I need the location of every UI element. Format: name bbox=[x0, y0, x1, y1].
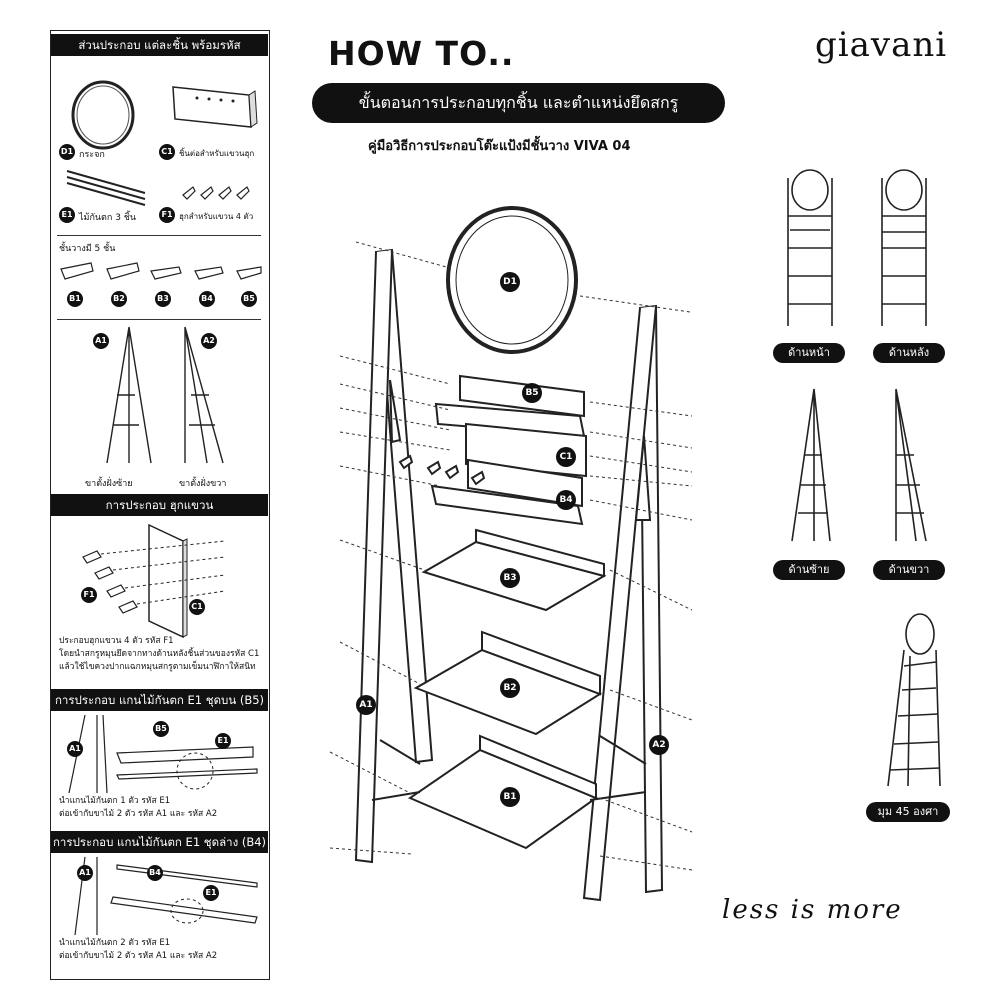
hooks-note-2: โดยนำสกรูหมุนยึดจากทางด้านหลังชิ้นส่วนขอ… bbox=[59, 649, 260, 659]
hook-assembly-illustration bbox=[82, 523, 226, 639]
badge-c1: C1 bbox=[159, 144, 175, 160]
divider bbox=[57, 319, 261, 320]
part-label-d1: กระจก bbox=[79, 150, 105, 160]
page-title: HOW TO.. bbox=[328, 34, 515, 73]
rail-bottom-note-2: ต่อเข้ากับขาไม้ 2 ตัว รหัส A1 และ รหัส A… bbox=[59, 951, 218, 961]
part-label-c1: ชิ้นต่อสำหรับแขวนฮุก bbox=[179, 149, 255, 158]
angle-view-illustration bbox=[887, 613, 941, 787]
right-view-illustration bbox=[895, 388, 927, 542]
rail-bottom-note-1: นำแกนไม้กันตก 2 ตัว รหัส E1 bbox=[59, 938, 171, 948]
badge-b4: B4 bbox=[199, 291, 215, 307]
view-label-left: ด้านซ้าย bbox=[773, 560, 845, 580]
badge-f1: F1 bbox=[159, 207, 175, 223]
diagram-badge-b2: B2 bbox=[500, 678, 520, 698]
rail-top-note-1: นำแกนไม้กันตก 1 ตัว รหัส E1 bbox=[59, 796, 171, 806]
leg-label-left: ขาตั้งฝั่งซ้าย bbox=[85, 479, 133, 489]
hook-board-illustration bbox=[172, 86, 258, 128]
parts-panel: ส่วนประกอบ แต่ละชิ้น พร้อมรหัส D1 กระจก … bbox=[50, 30, 270, 980]
badge-a2: A2 bbox=[201, 333, 217, 349]
badge-a1: A1 bbox=[93, 333, 109, 349]
section-header-rail-top: การประกอบ แกนไม้กันตก E1 ชุดบน (B5) bbox=[51, 689, 268, 711]
badge-rail-bottom-a1: A1 bbox=[77, 865, 93, 881]
rail-top-note-2: ต่อเข้ากับขาไม้ 2 ตัว รหัส A1 และ รหัส A… bbox=[59, 809, 218, 819]
badge-rail-bottom-e1: E1 bbox=[203, 885, 219, 901]
diagram-badge-c1: C1 bbox=[556, 447, 576, 467]
leg-label-right: ขาตั้งฝั่งขวา bbox=[179, 479, 227, 489]
badge-b5: B5 bbox=[241, 291, 257, 307]
view-label-front: ด้านหน้า bbox=[773, 343, 845, 363]
section-header-rail-bottom: การประกอบ แกนไม้กันตก E1 ชุดล่าง (B4) bbox=[51, 831, 268, 853]
shelves-title: ชั้นวางมี 5 ชั้น bbox=[59, 244, 116, 254]
manual-subtitle: คู่มือวิธีการประกอบโต๊ะแป้งมีชั้นวาง VIV… bbox=[368, 139, 631, 154]
badge-rail-top-e1: E1 bbox=[215, 733, 231, 749]
diagram-badge-b4: B4 bbox=[556, 490, 576, 510]
diagram-badge-b1: B1 bbox=[500, 787, 520, 807]
shelves-illustration bbox=[60, 262, 262, 280]
badge-e1: E1 bbox=[59, 207, 75, 223]
hooks-part-illustration bbox=[182, 186, 250, 200]
view-label-back: ด้านหลัง bbox=[873, 343, 945, 363]
right-leg-illustration bbox=[184, 326, 224, 464]
badge-b3: B3 bbox=[155, 291, 171, 307]
brand-tagline: less is more bbox=[722, 895, 903, 925]
divider bbox=[57, 235, 261, 236]
rail-top-illustration bbox=[68, 714, 258, 793]
view-label-angle: มุม 45 องศา bbox=[866, 802, 950, 822]
hooks-note-1: ประกอบฮุกแขวน 4 ตัว รหัส F1 bbox=[59, 636, 174, 646]
brand-logo: giavani bbox=[815, 25, 948, 65]
badge-d1: D1 bbox=[59, 144, 75, 160]
left-view-illustration bbox=[791, 388, 831, 542]
badge-hook-f1: F1 bbox=[81, 587, 97, 603]
hooks-note-3: แล้วใช้ไขควงปากแฉกหมุนสกรูตามเข็มนาฬิกาใ… bbox=[59, 662, 256, 672]
badge-rail-bottom-b4: B4 bbox=[147, 865, 163, 881]
part-label-e1: ไม้กันตก 3 ชิ้น bbox=[79, 213, 137, 223]
badge-b2: B2 bbox=[111, 291, 127, 307]
diagram-badge-b3: B3 bbox=[500, 568, 520, 588]
steps-banner: ขั้นตอนการประกอบทุกชิ้น และตำแหน่งยึดสกร… bbox=[312, 83, 725, 123]
back-view-illustration bbox=[881, 169, 927, 326]
badge-rail-top-b5: B5 bbox=[153, 721, 169, 737]
mirror-part-illustration bbox=[71, 80, 135, 150]
badge-hook-c1: C1 bbox=[189, 599, 205, 615]
diagram-badge-a1: A1 bbox=[356, 695, 376, 715]
rail-part-illustration bbox=[66, 170, 146, 206]
diagram-badge-d1: D1 bbox=[500, 272, 520, 292]
exploded-assembly-diagram bbox=[329, 206, 693, 902]
badge-rail-top-a1: A1 bbox=[67, 741, 83, 757]
diagram-badge-b5: B5 bbox=[522, 383, 542, 403]
left-leg-illustration bbox=[106, 326, 152, 464]
front-view-illustration bbox=[787, 169, 833, 326]
diagram-badge-a2: A2 bbox=[649, 735, 669, 755]
part-label-f1: ฮุกสำหรับแขวน 4 ตัว bbox=[179, 212, 254, 221]
badge-b1: B1 bbox=[67, 291, 83, 307]
view-label-right: ด้านขวา bbox=[873, 560, 945, 580]
section-header-parts: ส่วนประกอบ แต่ละชิ้น พร้อมรหัส bbox=[51, 34, 268, 56]
section-header-hooks: การประกอบ ฮุกแขวน bbox=[51, 494, 268, 516]
